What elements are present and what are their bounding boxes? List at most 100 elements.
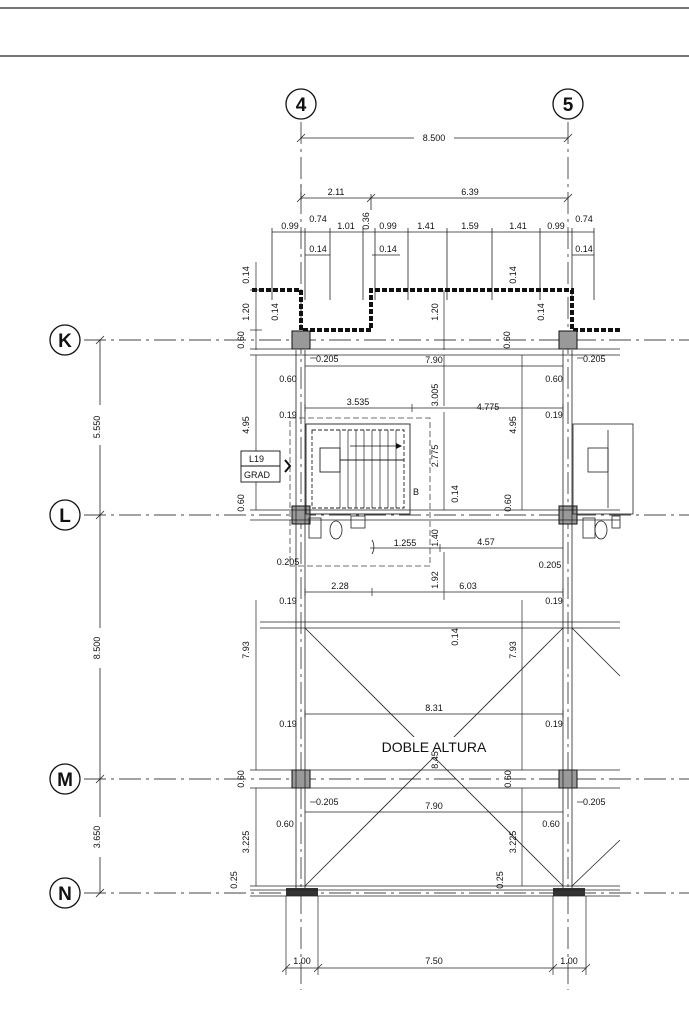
dim-060-m-right: 0.60 <box>503 770 513 788</box>
dim-793-right: 7.93 <box>508 641 518 659</box>
dim-014-c: 0.14 <box>575 244 593 254</box>
dim-0205-l-right: 0.205 <box>539 560 562 570</box>
axis-bubble-4: 4 <box>285 88 317 120</box>
seg-dim-9: 0.99 <box>547 221 565 231</box>
toilet-icon <box>329 520 343 540</box>
dim-140: 1.40 <box>430 529 440 547</box>
dim-1255: 1.255 <box>394 538 417 548</box>
seg-dim-2: 0.74 <box>309 214 327 224</box>
row-831-lines <box>304 710 564 718</box>
beam-4n <box>286 888 318 896</box>
beam-5n <box>553 888 585 896</box>
seg-dim-5: 0.99 <box>379 221 397 231</box>
dim-014-a: 0.14 <box>309 244 327 254</box>
dim-019-c-right: 0.19 <box>545 719 563 729</box>
row-bottom-lines <box>281 896 591 975</box>
m-row-lines <box>250 769 620 813</box>
column-wall-lines <box>295 350 573 888</box>
room-label: DOBLE ALTURA <box>382 739 487 755</box>
dim-060-m2-left: 0.60 <box>276 819 294 829</box>
axis-label-n: N <box>58 884 72 905</box>
floor-lines <box>250 885 620 897</box>
dim-100-right: 1.00 <box>560 956 578 966</box>
l-row-lines <box>250 509 620 521</box>
room-label-bg <box>368 737 500 757</box>
dim-left-3650: 3.650 <box>92 826 102 849</box>
top-vertical-dim-lines <box>250 262 445 350</box>
stair-tag-line1: L19 <box>249 454 264 464</box>
dim-2-11: 2.11 <box>328 187 345 197</box>
door-swing-icon <box>371 539 375 555</box>
axis-bubble-n: N <box>49 877 81 909</box>
axis-label-5: 5 <box>563 95 574 116</box>
dim-left-8500: 8.500 <box>92 637 102 660</box>
base-beams <box>286 888 585 896</box>
seg-dim-7: 1.59 <box>461 221 479 231</box>
axis-bubble-l: L <box>49 499 81 531</box>
seg-dim-1: 0.99 <box>281 221 299 231</box>
dim-060-l-right: 0.60 <box>503 494 513 512</box>
axis-label-4: 4 <box>296 95 307 116</box>
dim-060-k2-right: 0.60 <box>545 374 563 384</box>
column-4m <box>291 769 311 789</box>
dim-v014-a: 0.14 <box>241 266 251 284</box>
column-4l <box>291 505 311 525</box>
dim-2775: 2.775 <box>430 445 440 468</box>
column-5l <box>558 505 578 525</box>
dim-left-5550: 5.550 <box>92 416 102 439</box>
dim-0205-l-left: 0.205 <box>277 557 300 567</box>
dim-3225-left: 3.225 <box>241 831 251 854</box>
dim-3225-right: 3.225 <box>508 831 518 854</box>
dim-v014-b: 0.14 <box>270 303 280 321</box>
dim-060-k2-left: 0.60 <box>279 374 297 384</box>
dim-0205-m-right: 0.205 <box>583 797 606 807</box>
column-4k <box>291 330 311 350</box>
dim-v120-a: 1.20 <box>241 303 251 321</box>
dim-192: 1.92 <box>430 571 440 589</box>
dim-overall-text: 8.500 <box>423 133 446 143</box>
right-partial-core <box>572 423 634 515</box>
dim-014-b: 0.14 <box>379 244 397 254</box>
dim-603: 6.03 <box>459 581 477 591</box>
bathroom-fixtures <box>308 515 621 555</box>
axis-bubble-m: M <box>49 763 81 795</box>
axis-label-l: L <box>59 506 71 527</box>
dim-100-left: 1.00 <box>293 956 311 966</box>
dim-228: 2.28 <box>331 581 349 591</box>
dim-4775: 4.775 <box>477 402 500 412</box>
axis-label-m: M <box>57 770 73 791</box>
top-wall <box>252 288 620 332</box>
dim-060-k-right: 0.60 <box>502 331 512 349</box>
dim-019-a-left: 0.19 <box>279 410 297 420</box>
seg-dim-10: 0.74 <box>575 214 593 224</box>
dim-495-left: 4.95 <box>241 416 251 434</box>
dim-019-c-left: 0.19 <box>279 719 297 729</box>
axis-lines <box>84 122 689 990</box>
dim-790-m: 7.90 <box>425 801 443 811</box>
seg-dim-6: 1.41 <box>417 221 435 231</box>
dim-v120-b: 1.20 <box>430 303 440 321</box>
stair-core <box>305 423 411 515</box>
k-dim-lines <box>250 348 620 367</box>
row-3535-lines <box>304 404 564 412</box>
stair-tag-line2: GRAD <box>244 470 271 480</box>
dim-025-left: 0.25 <box>229 871 239 889</box>
seg-dim-3: 1.01 <box>337 221 355 231</box>
axis-bubble-5: 5 <box>552 88 584 120</box>
dim-793-left: 7.93 <box>241 641 251 659</box>
stair-steps <box>339 430 397 508</box>
axis-bubble-k: K <box>49 324 81 356</box>
seg-dim-8: 1.41 <box>509 221 527 231</box>
dim-025-right: 0.25 <box>495 871 505 889</box>
dim-060-k-left: 0.60 <box>236 331 246 349</box>
toilet-icon-right <box>594 520 608 540</box>
dim-019-b-left: 0.19 <box>279 596 297 606</box>
dim-3005: 3.005 <box>430 384 440 407</box>
stair-arrow-head <box>396 443 402 449</box>
stair-tag: L19 GRAD <box>240 450 292 483</box>
dim-0205-k-right: 0.205 <box>583 354 606 364</box>
dim-060-m-left: 0.60 <box>236 770 246 788</box>
dim-495-right: 4.95 <box>508 416 518 434</box>
dim-v014-d: 0.14 <box>536 303 546 321</box>
